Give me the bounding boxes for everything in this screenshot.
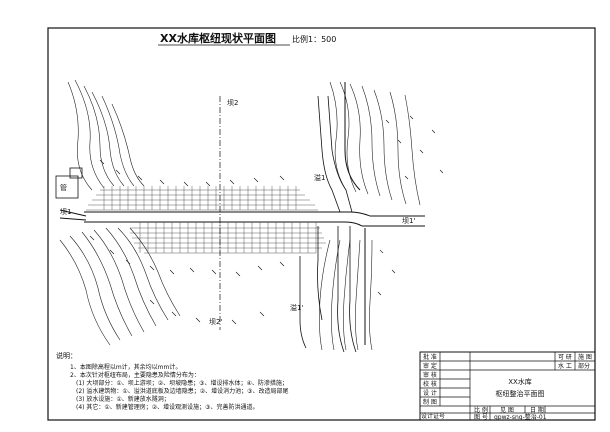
tb-row-5: 设 计 — [423, 389, 437, 397]
notes-heading: 说明： — [56, 351, 77, 360]
tb-bottom-2: 见 图 — [500, 407, 514, 414]
tb-part: 部分 — [578, 362, 590, 370]
spillway-channel — [299, 95, 357, 353]
contours-right — [319, 81, 421, 351]
label-spillway-bottom: 溢1' — [290, 303, 303, 312]
dam-grid-upper — [86, 186, 318, 211]
tb-drawing-no: gpwz-sng-整治-01 — [494, 413, 547, 421]
label-dam-axis-top: 坝2 — [227, 98, 238, 107]
note-line-1: 1、本图除高程以m计，其余均以mm计。 — [70, 363, 181, 371]
drawing-scale: 比例1：500 — [292, 34, 336, 44]
dam-grid-lower — [130, 222, 326, 254]
tb-row-6: 制 图 — [423, 398, 437, 406]
note-line-2: 2、本次针对枢纽布局，主要隐患及险情分布为： — [70, 371, 200, 379]
tb-stage-2: 施 图 — [578, 353, 592, 361]
notes-block: 说明： 1、本图除高程以m计，其余均以mm计。 2、本次针对枢纽布局，主要隐患及… — [56, 351, 289, 411]
note-line-4: (2) 溢水建筑物：①、溢洪道底板及边墙隐患；②、增设消力池；③、改造局部尾 — [76, 387, 289, 395]
title-block-text: 批 准 审 定 审 核 校 核 设 计 制 图 设计证号 可 研 施 图 水 工… — [421, 353, 592, 421]
label-left-section: 坝1 — [60, 207, 71, 216]
tb-row-4: 校 核 — [423, 380, 437, 388]
tb-bottom-1: 比 例 — [474, 406, 488, 414]
slope-ticks — [89, 115, 444, 325]
note-line-5: (3) 放水设施：①、新建放水隧洞； — [76, 395, 170, 403]
note-line-6: (4) 其它：①、新建管理房；②、增设观测设施；③、完善防洪通道。 — [76, 403, 259, 411]
label-dam-axis-bottom: 坝2' — [209, 317, 222, 326]
contours-left — [59, 79, 181, 346]
building-label: 管 — [60, 183, 67, 192]
label-right-section: 坝1' — [402, 216, 415, 225]
tb-project: XX水库 — [508, 377, 532, 386]
tb-row-3: 审 核 — [423, 371, 437, 379]
tb-row-2: 审 定 — [423, 362, 437, 370]
note-line-3: (1) 大坝部分：①、坝上游坝；②、坝坡隐患；③、增设排水体；④、防渗措施； — [76, 379, 288, 387]
tb-bottom-3: 日 期 — [530, 406, 544, 414]
tb-drawing-no-label: 图 号 — [474, 414, 488, 421]
tb-stage-1: 可 研 — [558, 354, 572, 361]
tb-row-1: 批 准 — [423, 353, 437, 361]
tb-discipline: 水 工 — [558, 362, 572, 370]
label-spillway-top: 溢1 — [314, 173, 325, 182]
hill-edge — [344, 82, 361, 191]
drawing-title: XX水库枢纽现状平面图 — [160, 31, 276, 45]
title-block — [419, 351, 596, 421]
tb-drawing-name: 枢纽整治平面图 — [496, 389, 545, 398]
tb-row-7: 设计证号 — [421, 412, 445, 420]
management-building: 管 — [55, 167, 83, 199]
drawing-frame — [47, 27, 596, 421]
dam-crest-road — [59, 209, 425, 227]
